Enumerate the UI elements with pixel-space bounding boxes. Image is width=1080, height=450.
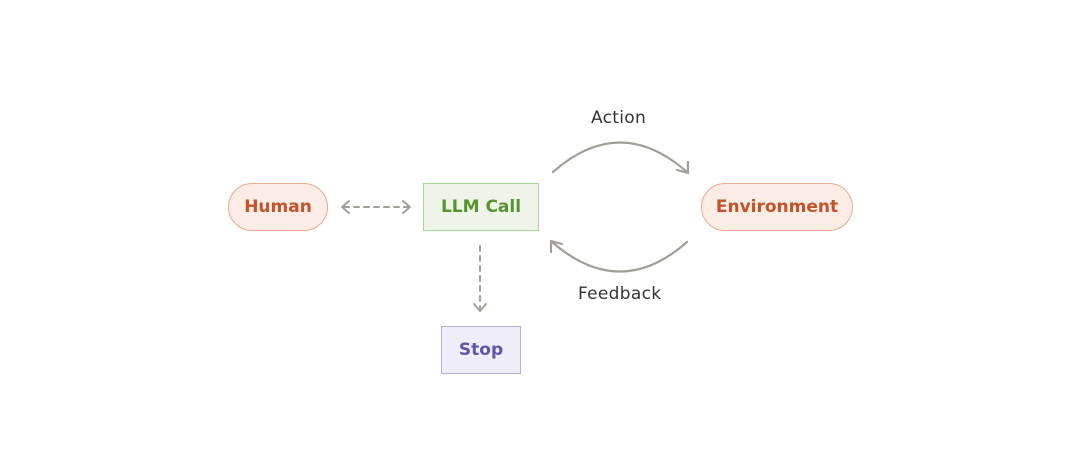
llm-stop-dashed-arrow	[473, 245, 487, 312]
action-arrow	[551, 141, 690, 175]
human-node-label: Human	[244, 197, 312, 217]
llm-call-node-label: LLM Call	[440, 197, 522, 217]
environment-node-label: Environment	[715, 197, 839, 217]
action-label: Action	[591, 108, 647, 128]
human-llm-dashed-arrow	[341, 200, 411, 214]
feedback-arrow	[549, 239, 689, 273]
feedback-label: Feedback	[578, 284, 662, 304]
llm-call-node: LLM Call	[423, 183, 539, 231]
human-node: Human	[228, 183, 328, 231]
stop-node: Stop	[441, 326, 521, 374]
environment-node: Environment	[701, 183, 853, 231]
stop-node-label: Stop	[458, 340, 504, 360]
